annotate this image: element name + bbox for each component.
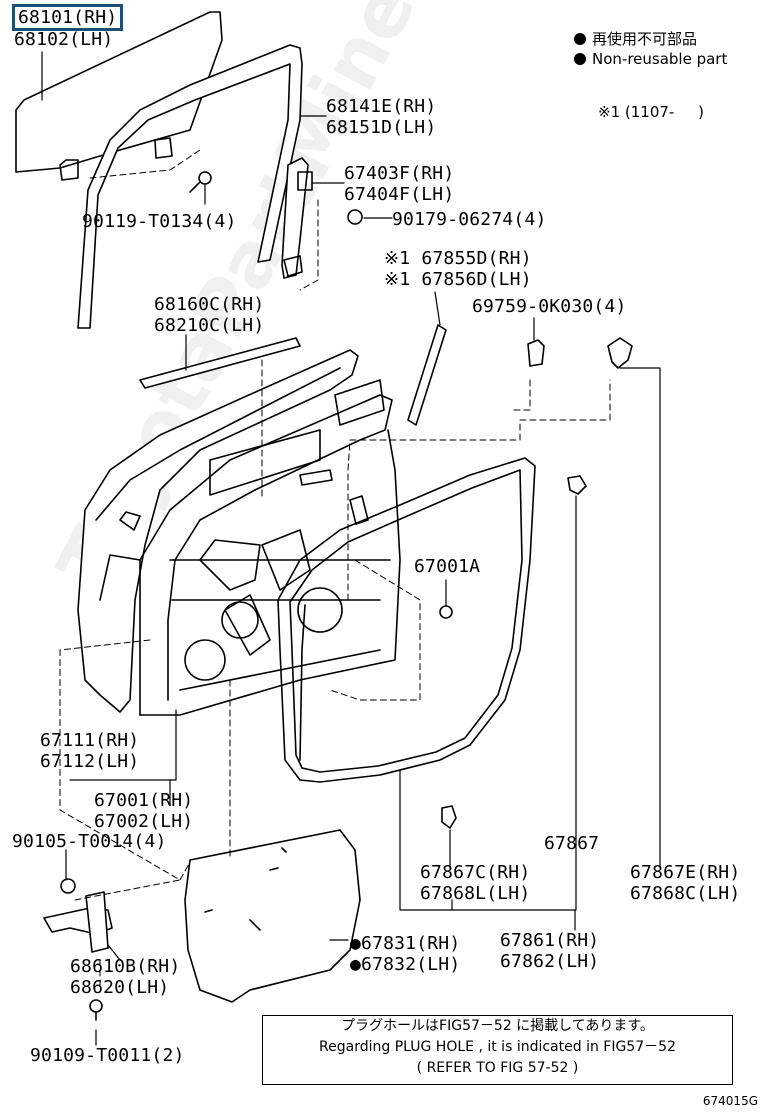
part-label-67403: 67403F(RH) 67404F(LH) xyxy=(344,163,455,205)
part-label-69759: 69759-0K030(4) xyxy=(472,296,627,317)
door-panel-shape xyxy=(77,349,401,716)
belt-molding-shape xyxy=(407,324,447,426)
part-label-68141: 68141E(RH) 68151D(LH) xyxy=(326,96,437,138)
note-line-ref: ( REFER TO FIG 57-52 ) xyxy=(416,1060,579,1076)
part-label-67831: ●67831(RH) ●67832(LH) xyxy=(350,933,461,975)
part-label-67001A: 67001A xyxy=(414,556,481,577)
reference-note: プラグホールはFIG57－52 に掲載してあります。 Regarding PLU… xyxy=(262,1015,733,1085)
part-label-67111: 67111(RH) 67112(LH) xyxy=(40,730,140,772)
part-label-68101: 68101(RH) xyxy=(12,4,124,31)
glass-run-shape xyxy=(77,44,303,329)
door-weatherstrip-shape xyxy=(277,457,536,783)
bullet-icon xyxy=(574,33,586,45)
bullet-icon xyxy=(574,53,586,65)
part-label-67867C: 67867C(RH) 67868L(LH) xyxy=(420,862,531,904)
leader-lines xyxy=(41,51,661,1046)
part-label-67001: 67001(RH) 67002(LH) xyxy=(94,790,194,832)
legend-jp: 再使用不可部品 xyxy=(574,30,697,49)
part-label-68102: 68102(LH) xyxy=(14,29,114,50)
legend-footnote: ※1 (1107- ) xyxy=(598,103,705,121)
part-label-67861: 67861(RH) 67862(LH) xyxy=(500,930,600,972)
service-hole-cover-shape xyxy=(184,829,361,1003)
legend-en: Non-reusable part xyxy=(574,50,727,69)
part-label-67855: ※1 67855D(RH) ※1 67856D(LH) xyxy=(384,248,532,290)
note-line-jp: プラグホールはFIG57－52 に掲載してあります。 xyxy=(341,1018,654,1034)
part-label-68610: 68610B(RH) 68620(LH) xyxy=(70,956,181,998)
part-label-90105: 90105-T0014(4) xyxy=(12,831,167,852)
part-label-90119: 90119-T0134(4) xyxy=(82,211,237,232)
part-label-67867E: 67867E(RH) 67868C(LH) xyxy=(630,862,741,904)
figure-id: 674015G xyxy=(702,1094,758,1108)
door-sash-shape xyxy=(281,157,313,279)
clip-67001A-shape xyxy=(439,605,453,619)
bolt-90119-shape xyxy=(189,171,212,193)
dashed-guide-lines xyxy=(59,149,611,991)
note-line-en: Regarding PLUG HOLE , it is indicated in… xyxy=(319,1039,676,1055)
part-label-67867: 67867 xyxy=(544,833,600,854)
part-label-90109: 90109-T0011(2) xyxy=(30,1045,185,1066)
clip-67867-shape xyxy=(441,805,457,829)
belt-weatherstrip-shape xyxy=(139,337,301,389)
part-label-68160: 68160C(RH) 68210C(LH) xyxy=(154,294,265,336)
hinge-shape xyxy=(43,878,113,1021)
clip-69759-shape xyxy=(527,337,633,495)
bolt-90179-shape xyxy=(347,209,363,225)
part-label-90179: 90179-06274(4) xyxy=(392,209,547,230)
